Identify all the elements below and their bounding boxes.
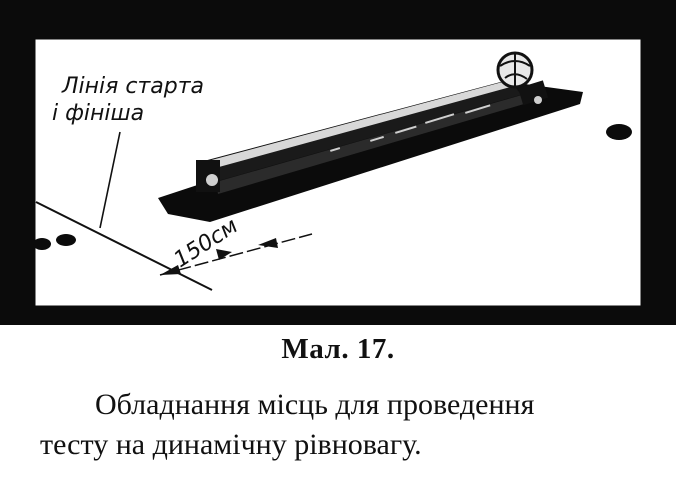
distance-label: 150см (170, 214, 243, 273)
description-line-1: Обладнання місць для проведення (95, 388, 535, 421)
floor-mark (33, 238, 51, 250)
start-finish-line (35, 201, 213, 291)
plate-markings (330, 104, 491, 152)
ball (496, 51, 534, 89)
annotation-line-finish: і фініша (52, 101, 144, 126)
dimension-arrow-left (160, 265, 181, 275)
beam-top-surface (204, 80, 514, 170)
floor-mark (606, 124, 632, 140)
figure-description: Обладнання місць для проведення тесту на… (40, 385, 660, 465)
figure-frame (0, 0, 676, 325)
figure-number: Мал. 17. (281, 333, 395, 365)
dimension-line (159, 233, 313, 276)
annotation-line-start: Лінія старта (61, 74, 204, 99)
dimension-arrow-right-2 (258, 238, 278, 248)
figure-illustration: Лінія старта і фініша 150см (0, 0, 676, 325)
beam-end-cap (196, 160, 220, 192)
floor-mark (56, 234, 76, 246)
dimension-arrow-right (216, 249, 232, 260)
description-line-2: тесту на динамічну рівновагу. (40, 428, 422, 461)
annotation-pointer (99, 131, 121, 229)
